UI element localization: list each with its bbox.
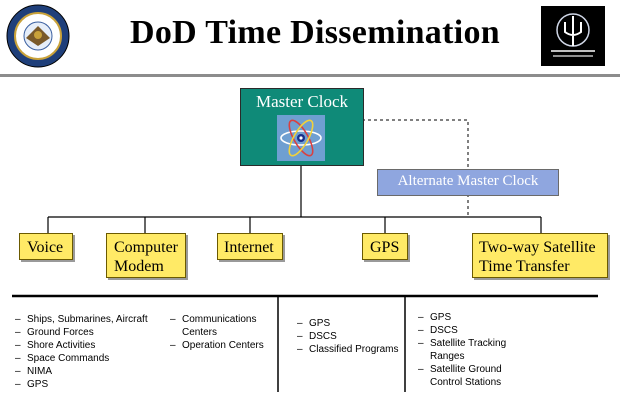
list-item: –GPS xyxy=(15,379,49,390)
category-label-line1: Computer xyxy=(114,239,178,256)
category-label: GPS xyxy=(370,239,400,256)
list-item: –DSCS xyxy=(418,325,458,336)
list-item: –Satellite Ground xyxy=(418,364,502,375)
seal-icon xyxy=(6,4,70,68)
list-item: –GPS xyxy=(297,318,331,329)
trident-emblem-icon xyxy=(541,6,605,66)
master-clock-label: Master Clock xyxy=(255,92,349,111)
master-clock-box: Master Clock xyxy=(240,88,364,166)
trident-emblem xyxy=(541,6,605,66)
alternate-dashed-link xyxy=(362,119,469,169)
category-label: Voice xyxy=(27,239,64,256)
list-item: –GPS xyxy=(418,312,452,323)
category-internet: Internet xyxy=(217,233,283,260)
list-item: –Shore Activities xyxy=(15,340,96,351)
category-gps: GPS xyxy=(362,233,408,260)
category-label-line2: Modem xyxy=(114,258,164,275)
category-computer-modem: Computer Modem xyxy=(106,233,186,278)
list-satellite-users: –GPS –DSCS –Satellite Tracking Ranges –S… xyxy=(418,311,506,389)
list-item: –Operation Centers xyxy=(170,340,264,351)
list-item: –Ships, Submarines, Aircraft xyxy=(15,314,148,325)
list-item: –Satellite Tracking xyxy=(418,338,507,349)
category-label-line2: Time Transfer xyxy=(479,258,570,275)
alternate-master-clock-box: Alternate Master Clock xyxy=(377,169,559,196)
list-item: –Space Commands xyxy=(15,353,110,364)
list-item: –DSCS xyxy=(297,331,337,342)
list-item-continuation: Ranges xyxy=(430,351,465,362)
page-title: DoD Time Dissemination xyxy=(130,14,500,51)
list-item: –NIMA xyxy=(15,366,52,377)
list-centers: –Communications Centers –Operation Cente… xyxy=(170,313,264,352)
atom-icon xyxy=(277,115,325,161)
category-two-way-satellite: Two-way Satellite Time Transfer xyxy=(472,233,608,278)
list-item-continuation: Control Stations xyxy=(430,377,502,388)
category-label-line1: Two-way Satellite xyxy=(479,239,596,256)
header-rule xyxy=(0,74,620,77)
category-label: Internet xyxy=(224,239,274,256)
list-item: –Communications xyxy=(170,314,257,325)
category-voice: Voice xyxy=(19,233,73,260)
list-item: –Ground Forces xyxy=(15,327,94,338)
list-voice-modem-users: –Ships, Submarines, Aircraft –Ground For… xyxy=(15,313,148,391)
atom-icon-svg xyxy=(280,119,322,157)
list-item-continuation: Centers xyxy=(182,327,218,338)
list-gps-users: –GPS –DSCS –Classified Programs xyxy=(297,317,398,356)
navy-seal-logo xyxy=(6,4,70,68)
alternate-master-clock-label: Alternate Master Clock xyxy=(397,173,539,189)
list-item: –Classified Programs xyxy=(297,344,399,355)
